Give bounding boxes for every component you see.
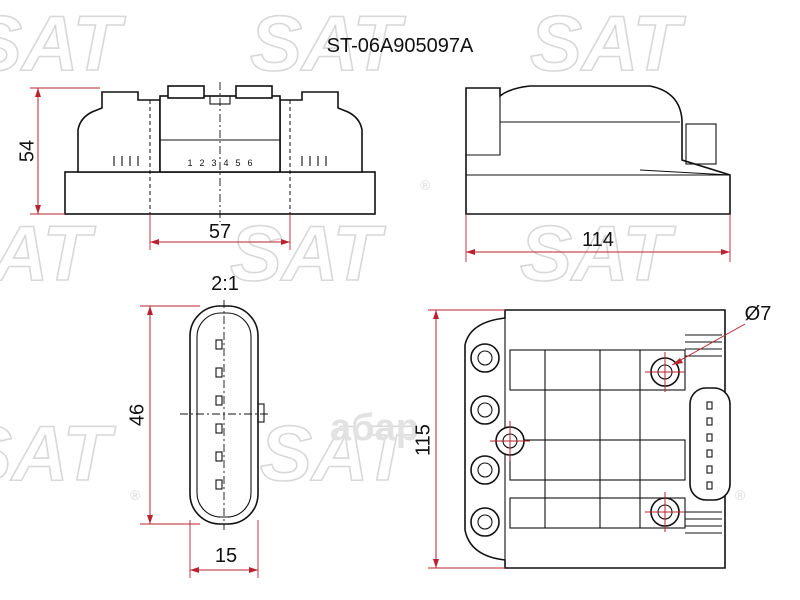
watermark-registered: ®: [420, 177, 431, 193]
watermark-sat: SAT: [260, 409, 417, 497]
front-view: 1 2 3 4 5 6 54 57: [16, 82, 376, 250]
hole-leader: [671, 323, 746, 366]
connector-pins: [215, 339, 223, 490]
terminal-tower: [470, 455, 500, 485]
top-rib: [509, 349, 686, 391]
watermark-sat: SAT: [0, 409, 117, 497]
front-right-tower: [279, 91, 363, 173]
pin-number: 3: [211, 158, 216, 168]
front-left-tower: [77, 91, 161, 173]
pin-number: 5: [235, 158, 240, 168]
side-step: [466, 96, 501, 156]
top-wires: [685, 334, 722, 534]
watermark-abap: aбаp: [330, 407, 419, 449]
front-top-tab: [235, 85, 273, 99]
pin-number: 6: [247, 158, 252, 168]
pin-number: 2: [199, 158, 204, 168]
watermark-registered: ®: [130, 487, 141, 503]
watermark-sat: SAT: [0, 0, 127, 87]
watermark-sat: SAT: [230, 209, 387, 297]
dimension-width-label: 57: [209, 221, 231, 243]
scale-label: 2:1: [211, 273, 239, 295]
pin-number: 1: [187, 158, 192, 168]
top-rib: [509, 497, 686, 529]
part-number-title: ST-06A905097A: [327, 35, 474, 57]
side-body: [465, 85, 731, 215]
terminal-tower: [470, 507, 500, 537]
dimension-body-height-label: 115: [412, 424, 434, 456]
side-connector: [685, 123, 717, 165]
watermark-sat: SAT: [250, 0, 407, 87]
top-view: Ø7 115: [412, 303, 772, 569]
dimension-connector-width-label: 15: [215, 545, 237, 567]
hole-diameter-label: Ø7: [745, 303, 772, 325]
side-view: 114: [465, 85, 731, 262]
watermark-registered: ®: [735, 487, 746, 503]
dimension-height-label: 54: [16, 140, 38, 162]
top-connector-pins: [706, 401, 713, 490]
dimension-connector-height-label: 46: [126, 404, 148, 426]
terminal-tower: [470, 395, 500, 425]
dimension-length-label: 114: [582, 229, 614, 251]
terminal-tower: [470, 343, 500, 373]
watermark-sat: SAT: [530, 0, 687, 87]
pin-number: 4: [223, 158, 228, 168]
watermark-sat: SAT: [520, 209, 677, 297]
connector-latch: [257, 403, 265, 423]
watermark-sat: SAT: [0, 209, 97, 297]
connector-view: 2:1 46 15: [126, 273, 270, 578]
front-pins: [113, 156, 327, 166]
front-top-tab: [167, 85, 205, 99]
top-connector: [689, 387, 731, 501]
